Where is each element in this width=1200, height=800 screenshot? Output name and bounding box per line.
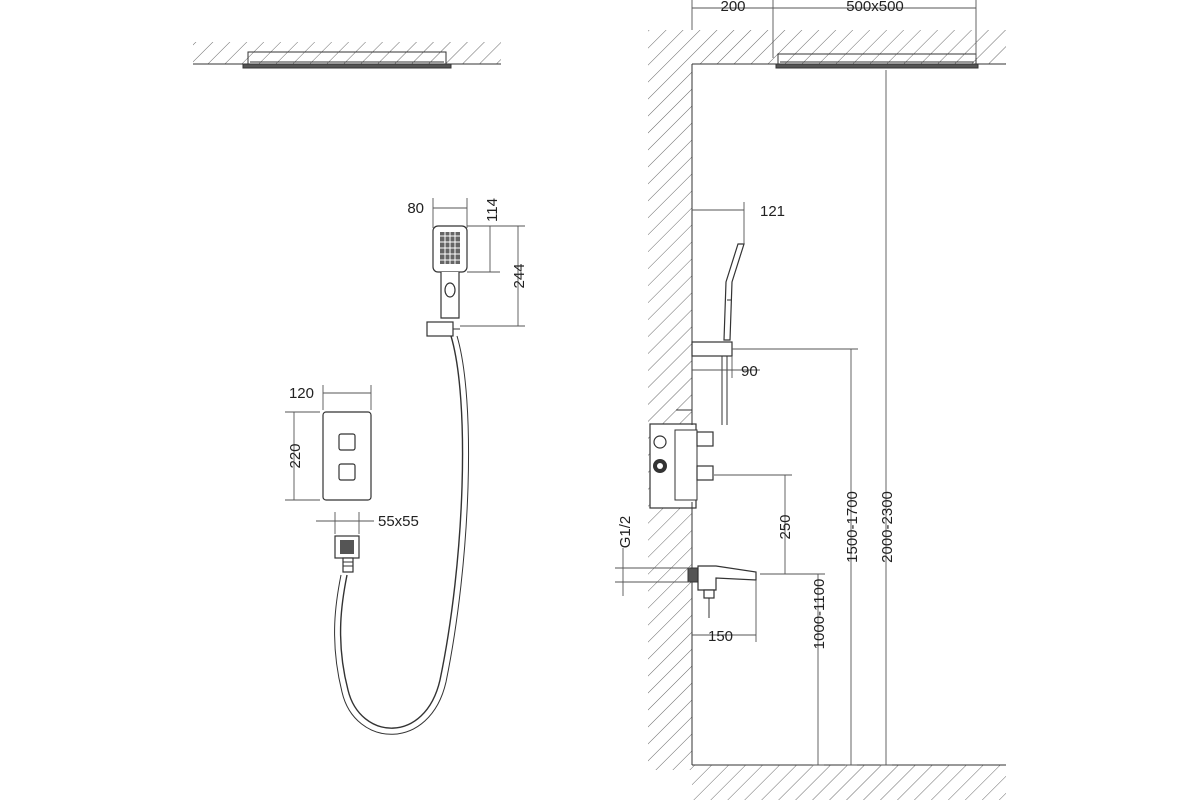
hand-shower-holder bbox=[426, 321, 460, 337]
left-overhead-shower bbox=[242, 51, 452, 69]
dim-hand-shower-total-height: 244 bbox=[511, 263, 528, 288]
dim-hand-shower-head-height: 114 bbox=[484, 198, 501, 222]
right-dimensions: 200 500x500 121 90 150 G1/2 250 1000-110… bbox=[615, 0, 977, 766]
hose bbox=[334, 335, 470, 735]
dim-ceiling-offset: 200 bbox=[720, 0, 745, 15]
dim-outlet-size: 55x55 bbox=[378, 513, 419, 530]
dim-thread: G1/2 bbox=[617, 516, 634, 549]
wall bbox=[648, 30, 693, 770]
overhead-shower-side bbox=[775, 53, 979, 69]
dim-mixer-to-spout: 250 bbox=[777, 514, 794, 539]
dim-overhead-size: 500x500 bbox=[846, 0, 904, 15]
hand-shower bbox=[432, 225, 468, 319]
bath-spout bbox=[687, 565, 757, 618]
dim-spout-projection: 150 bbox=[708, 628, 733, 645]
ceiling bbox=[692, 30, 1006, 65]
mixer-body bbox=[649, 409, 714, 510]
wall-outlet bbox=[334, 535, 360, 573]
floor bbox=[692, 764, 1006, 800]
dim-holder-height: 1500-1700 bbox=[844, 491, 861, 563]
hand-shower-side bbox=[691, 243, 745, 425]
dim-panel-height: 220 bbox=[287, 443, 304, 468]
left-ceiling bbox=[193, 42, 501, 65]
spray-nozzles bbox=[440, 232, 460, 264]
thermostat-knob bbox=[338, 463, 356, 481]
dim-holder-projection: 90 bbox=[741, 363, 758, 380]
dim-spout-height: 1000-1100 bbox=[811, 579, 828, 650]
diverter-knob bbox=[338, 433, 356, 451]
dim-hand-shower-width: 80 bbox=[407, 200, 424, 217]
dim-overhead-height: 2000-2300 bbox=[879, 491, 896, 563]
dim-panel-width: 120 bbox=[289, 385, 314, 402]
dim-shower-projection: 121 bbox=[760, 203, 785, 220]
control-panel bbox=[322, 411, 372, 501]
left-dimensions: 80 114 244 120 220 55x55 bbox=[285, 198, 528, 534]
